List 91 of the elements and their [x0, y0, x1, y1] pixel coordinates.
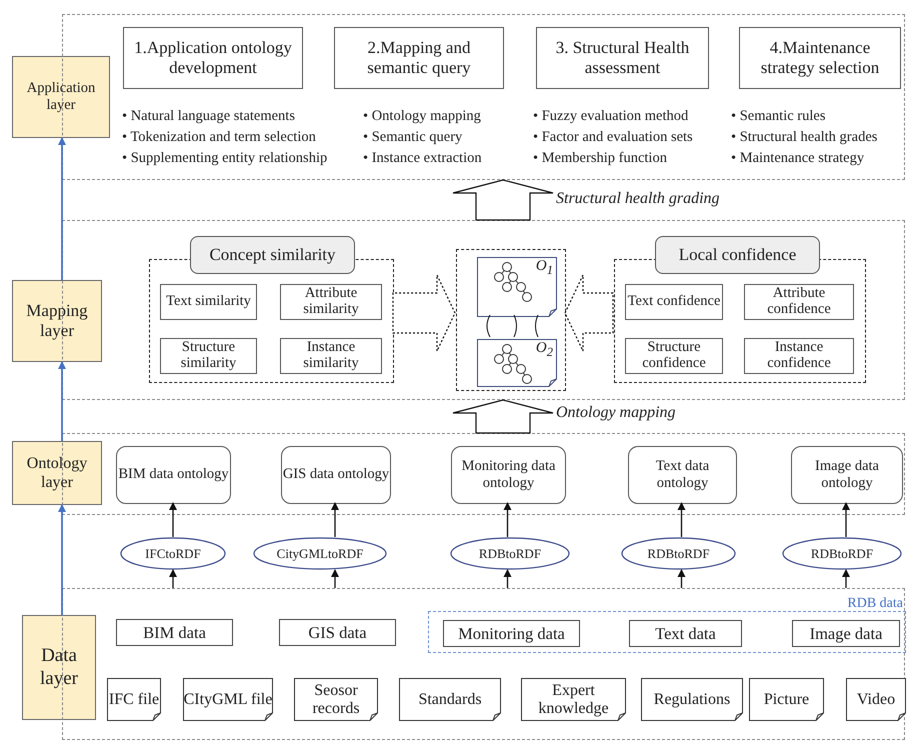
task-box: 2.Mapping and semantic query — [334, 27, 504, 89]
data-box: GIS data — [279, 619, 396, 646]
document-box — [846, 678, 906, 721]
block-arrow — [564, 274, 614, 352]
arrow — [678, 569, 686, 588]
bullet-item: • Membership function — [533, 150, 667, 167]
arrow — [678, 502, 686, 537]
block-arrow — [392, 274, 456, 352]
node-text: Expert knowledge — [537, 682, 610, 718]
metric-box: Instance similarity — [280, 338, 382, 374]
bullet-item: • Tokenization and term selection — [122, 129, 316, 146]
bullet-item: • Ontology mapping — [363, 108, 481, 125]
arrow — [842, 502, 850, 537]
bullet-item: • Semantic rules — [731, 108, 826, 125]
node-text: CItyGML file — [184, 690, 272, 708]
ontology-label: O$_{2}$ — [536, 339, 553, 360]
metric-box: Structure similarity — [160, 338, 257, 374]
node-text: RDBtoRDF — [647, 546, 710, 562]
ontology-box: Text data ontology — [628, 446, 737, 504]
arrow — [58, 137, 66, 280]
dashed-group-frame — [456, 249, 566, 391]
converter-ellipse — [253, 537, 387, 570]
metric-box: Text confidence — [625, 284, 723, 320]
document-box — [521, 678, 626, 721]
node-text: IFCtoRDF — [145, 546, 201, 562]
edge-label: Ontology mapping — [556, 404, 676, 422]
layer-box: Application layer — [12, 56, 110, 138]
node-text: RDBtoRDF — [478, 546, 542, 562]
arrow — [504, 569, 512, 588]
ontology-box: BIM data ontology — [116, 446, 231, 504]
bullet-item: • Structural health grades — [731, 129, 878, 146]
bullet-item: • Factor and evaluation sets — [533, 129, 693, 146]
ontology-box: Image data ontology — [791, 446, 903, 504]
group-heading: Concept similarity — [190, 236, 355, 274]
group-heading: RDB data — [847, 596, 903, 613]
document-box — [641, 678, 743, 721]
converter-ellipse — [782, 537, 902, 570]
node-text: RDBtoRDF — [810, 546, 874, 562]
task-box: 4.Maintenance strategy selection — [739, 27, 901, 89]
metric-box: Structure confidence — [625, 338, 723, 374]
document-box — [399, 678, 501, 721]
node-text: CityGMLtoRDF — [276, 546, 364, 562]
ontology-document — [477, 257, 557, 317]
arrow — [169, 502, 177, 537]
node-text: Regulations — [654, 690, 730, 708]
layer-box: Mapping layer — [12, 280, 102, 362]
ontology-box: GIS data ontology — [281, 446, 391, 504]
bullet-item: • Instance extraction — [363, 150, 482, 167]
document-box — [294, 678, 378, 721]
arrow — [504, 502, 512, 537]
node-text: Picture — [764, 690, 810, 708]
converter-ellipse — [621, 537, 736, 570]
layer-box: Data layer — [22, 615, 96, 720]
data-box: Monitoring data — [443, 620, 580, 647]
node-text: Seosor records — [311, 682, 361, 718]
ontology-document — [477, 339, 557, 387]
metric-box: Instance confidence — [744, 338, 854, 374]
block-arrow — [452, 179, 554, 221]
metric-box: Attribute confidence — [744, 284, 854, 320]
bullet-item: • Supplementing entity relationship — [122, 150, 328, 167]
bullet-item: • Maintenance strategy — [731, 150, 864, 167]
converter-ellipse — [120, 537, 226, 570]
ontology-label: O$_{1}$ — [536, 257, 553, 278]
data-box: BIM data — [116, 619, 233, 646]
edge-label: Structural health grading — [556, 190, 720, 208]
metric-box: Text similarity — [160, 284, 257, 320]
document-box — [107, 678, 161, 721]
arrow — [842, 569, 850, 588]
arrow — [169, 569, 177, 588]
metric-box: Attribute similarity — [280, 284, 382, 320]
block-arrow — [452, 399, 554, 434]
bullet-item: • Semantic query — [363, 129, 462, 146]
arrow — [58, 361, 66, 441]
document-box — [749, 678, 824, 721]
layer-box: Ontology layer — [12, 441, 102, 505]
document-box — [183, 678, 273, 721]
task-box: 1.Application ontology development — [123, 27, 303, 89]
node-text: Standards — [418, 690, 482, 708]
node-text: Video — [856, 690, 896, 708]
converter-ellipse — [450, 537, 570, 570]
task-box: 3. Structural Health assessment — [536, 27, 709, 89]
node-text: IFC file — [108, 690, 160, 708]
arrow — [331, 569, 339, 588]
data-box: Image data — [792, 620, 900, 647]
ontology-box: Monitoring data ontology — [451, 446, 566, 504]
bullet-item: • Fuzzy evaluation method — [533, 108, 688, 125]
bullet-item: • Natural language statements — [122, 108, 295, 125]
data-box: Text data — [629, 620, 742, 647]
group-heading: Local confidence — [655, 236, 820, 274]
arrow — [58, 504, 66, 615]
arrow — [331, 502, 339, 537]
